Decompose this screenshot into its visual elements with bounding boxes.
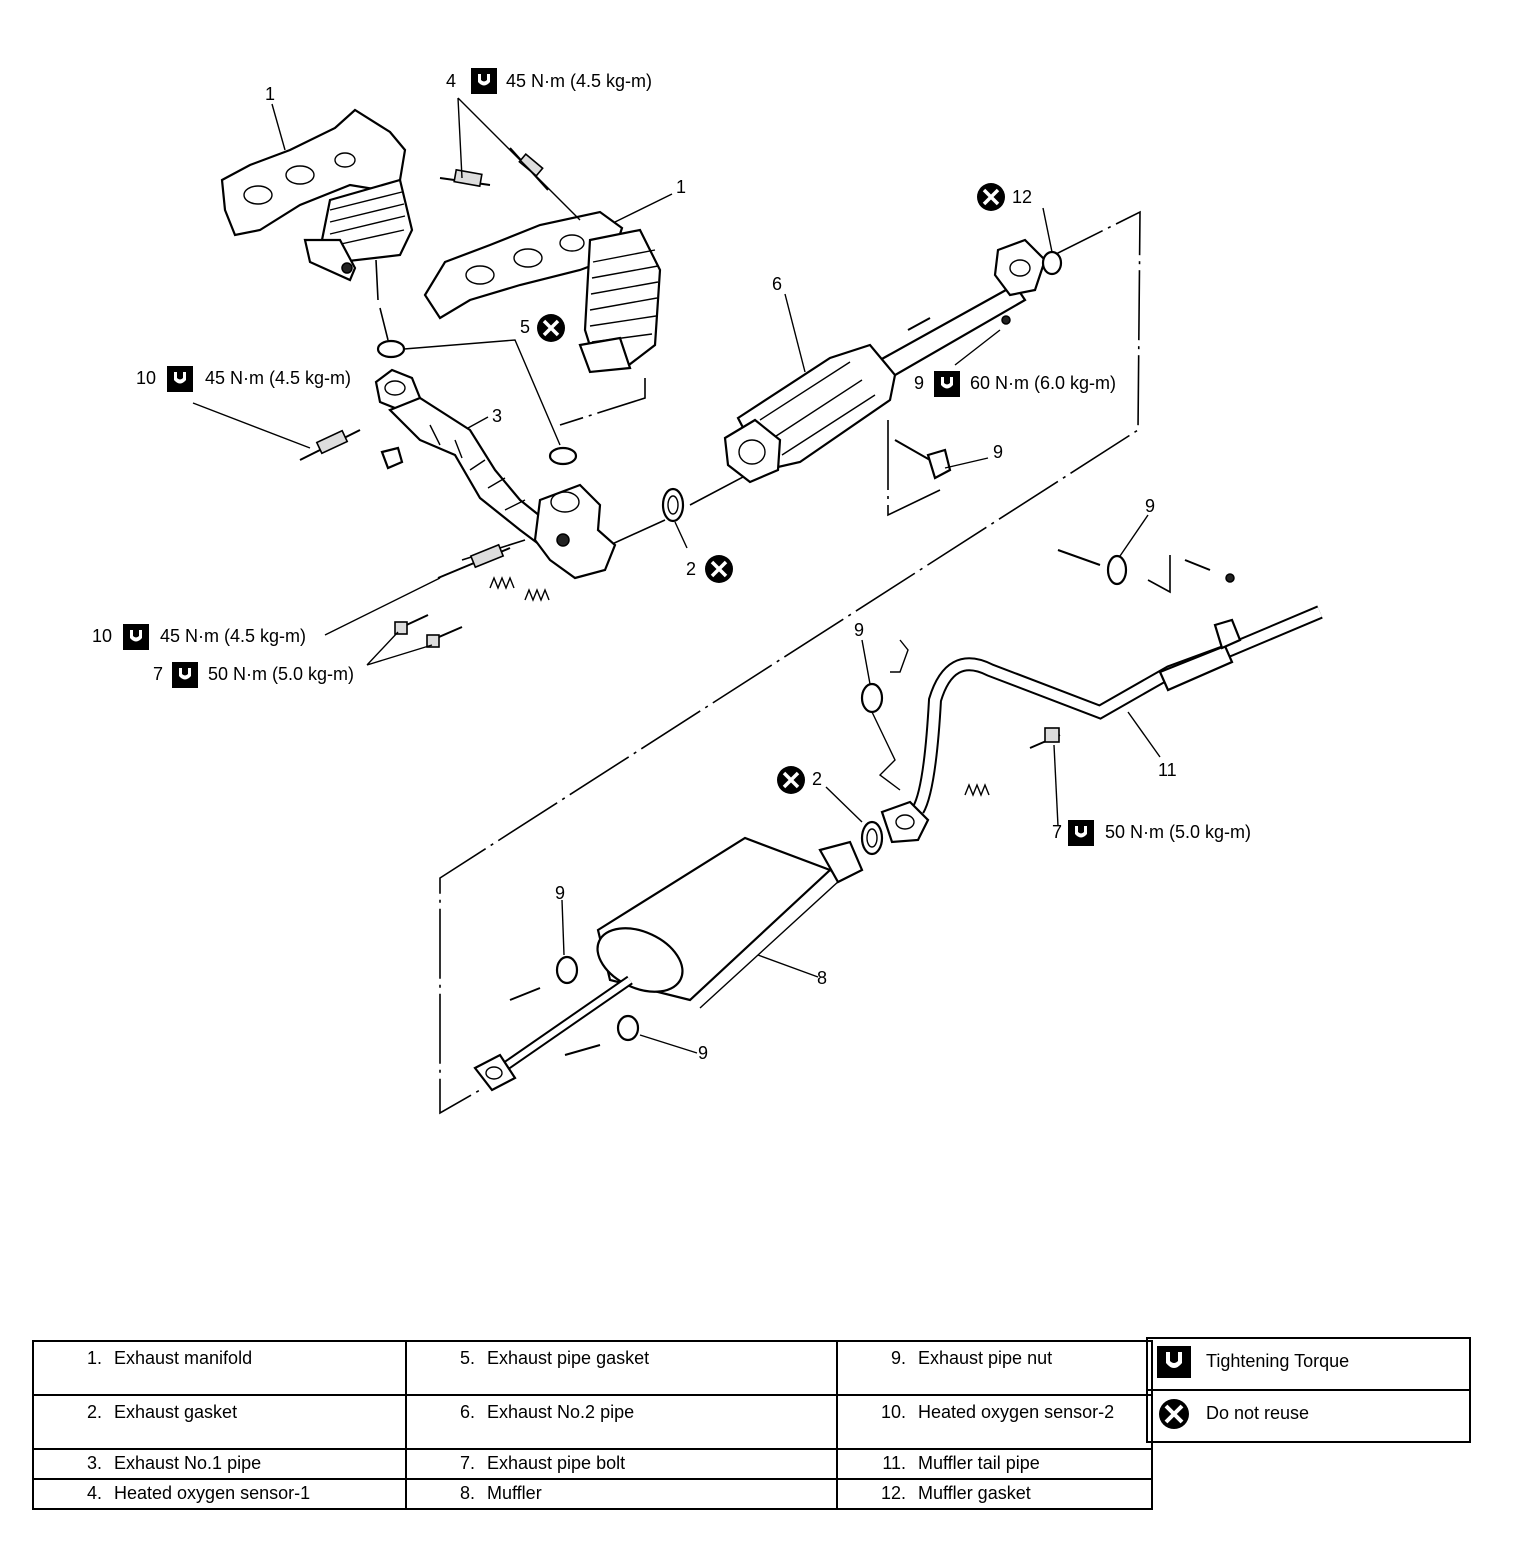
legend-text: Exhaust gasket	[114, 1402, 238, 1422]
legend-text: Heated oxygen sensor-2	[918, 1402, 1115, 1422]
legend-row: 2.Exhaust gasket 6.Exhaust No.2 pipe 10.…	[32, 1394, 1153, 1450]
legend-cell: 2.Exhaust gasket	[32, 1394, 407, 1450]
symbol-row-torque: Tightening Torque	[1146, 1337, 1471, 1391]
symbol-legend-table: Tightening Torque Do not reuse	[1146, 1337, 1471, 1443]
heated-oxygen-sensor-2-lower	[437, 543, 511, 579]
svg-text:45 N·m (4.5 kg-m): 45 N·m (4.5 kg-m)	[160, 626, 306, 646]
do-not-reuse-icon	[1159, 1399, 1189, 1429]
legend-text: Exhaust pipe gasket	[487, 1348, 650, 1368]
svg-text:2: 2	[812, 769, 822, 789]
exhaust-gasket-upper	[661, 487, 685, 523]
leader-lines	[192, 97, 1161, 1054]
muffler	[473, 836, 864, 1092]
callout-10-lower: 10 45 N·m (4.5 kg-m)	[92, 624, 306, 650]
legend-cell: 5.Exhaust pipe gasket	[405, 1340, 838, 1396]
legend-text: Exhaust manifold	[114, 1348, 253, 1368]
legend-row: 4.Heated oxygen sensor-1 8.Muffler 12.Mu…	[32, 1478, 1153, 1510]
legend-text: Muffler	[487, 1483, 542, 1503]
svg-text:6: 6	[772, 274, 782, 294]
legend-row: 1.Exhaust manifold 5.Exhaust pipe gasket…	[32, 1340, 1153, 1396]
callout-7-right: 7 50 N·m (5.0 kg-m)	[1052, 820, 1251, 846]
legend-row: 3.Exhaust No.1 pipe 7.Exhaust pipe bolt …	[32, 1448, 1153, 1480]
svg-text:5: 5	[520, 317, 530, 337]
legend-cell: 6.Exhaust No.2 pipe	[405, 1394, 838, 1450]
svg-text:1: 1	[265, 84, 275, 104]
legend-cell: 9.Exhaust pipe nut	[836, 1340, 1153, 1396]
legend-text: Muffler tail pipe	[918, 1453, 1040, 1473]
exhaust-manifold-right	[423, 210, 662, 374]
svg-text:50 N·m (5.0 kg-m): 50 N·m (5.0 kg-m)	[208, 664, 354, 684]
svg-text:3: 3	[492, 406, 502, 426]
exhaust-system-diagram: 4 45 N·m (4.5 kg-m) 10 45 N·m (4.5 kg-m)…	[92, 68, 1323, 1115]
svg-text:7: 7	[153, 664, 163, 684]
symbol-cell: Tightening Torque	[1146, 1337, 1471, 1391]
svg-text:45 N·m (4.5 kg-m): 45 N·m (4.5 kg-m)	[205, 368, 351, 388]
callout-10-upper: 10 45 N·m (4.5 kg-m)	[136, 366, 351, 392]
alignment-lines	[375, 210, 1171, 1115]
exhaust-gasket-lower	[860, 820, 884, 856]
legend-cell: 1.Exhaust manifold	[32, 1340, 407, 1396]
callout-4: 4 45 N·m (4.5 kg-m)	[446, 68, 652, 94]
exhaust-no2-pipe	[723, 238, 1047, 484]
legend-text: Exhaust pipe nut	[918, 1348, 1053, 1368]
legend-cell: 4.Heated oxygen sensor-1	[32, 1478, 407, 1510]
exhaust-no1-pipe	[374, 368, 617, 580]
svg-text:10: 10	[92, 626, 112, 646]
muffler-gasket	[1041, 250, 1063, 276]
callout-7-lower-left: 7 50 N·m (5.0 kg-m)	[153, 662, 354, 688]
legend-text: Muffler gasket	[918, 1483, 1031, 1503]
svg-text:9: 9	[555, 883, 565, 903]
svg-text:50 N·m (5.0 kg-m): 50 N·m (5.0 kg-m)	[1105, 822, 1251, 842]
legend-text: Exhaust No.1 pipe	[114, 1453, 262, 1473]
muffler-tail-pipe	[880, 605, 1323, 844]
svg-text:8: 8	[817, 968, 827, 988]
svg-text:10: 10	[136, 368, 156, 388]
svg-text:12: 12	[1012, 187, 1032, 207]
svg-text:9: 9	[993, 442, 1003, 462]
svg-text:7: 7	[1052, 822, 1062, 842]
legend-cell: 11.Muffler tail pipe	[836, 1448, 1153, 1480]
svg-text:9: 9	[914, 373, 924, 393]
heated-oxygen-sensor-1	[439, 147, 549, 191]
legend-cell: 8.Muffler	[405, 1478, 838, 1510]
symbol-row-noreuse: Do not reuse	[1146, 1389, 1471, 1443]
svg-text:60 N·m (6.0 kg-m): 60 N·m (6.0 kg-m)	[970, 373, 1116, 393]
svg-text:4: 4	[446, 71, 456, 91]
symbol-cell: Do not reuse	[1146, 1389, 1471, 1443]
svg-text:11: 11	[1158, 760, 1177, 780]
torque-wrench-icon	[1157, 1346, 1191, 1378]
legend-cell: 10.Heated oxygen sensor-2	[836, 1394, 1153, 1450]
svg-text:9: 9	[854, 620, 864, 640]
plain-callouts: 1 1 3 5 6 12 9 2 9 9 2 11 9 8 9	[265, 84, 1177, 1063]
do-not-reuse-label: Do not reuse	[1206, 1402, 1310, 1423]
exhaust-manifold-left	[220, 108, 414, 282]
legend-text: Exhaust No.2 pipe	[487, 1402, 635, 1422]
svg-text:9: 9	[698, 1043, 708, 1063]
svg-text:2: 2	[686, 559, 696, 579]
legend-text: Exhaust pipe bolt	[487, 1453, 626, 1473]
exhaust-pipe-gaskets	[376, 339, 578, 466]
legend-cell: 7.Exhaust pipe bolt	[405, 1448, 838, 1480]
legend-text: Heated oxygen sensor-1	[114, 1483, 311, 1503]
legend-cell: 12.Muffler gasket	[836, 1478, 1153, 1510]
svg-text:1: 1	[676, 177, 686, 197]
callout-9-torque: 9 60 N·m (6.0 kg-m)	[914, 371, 1116, 397]
heated-oxygen-sensor-2-upper	[299, 429, 361, 461]
svg-text:45 N·m (4.5 kg-m): 45 N·m (4.5 kg-m)	[506, 71, 652, 91]
legend-cell: 3.Exhaust No.1 pipe	[32, 1448, 407, 1480]
tightening-torque-label: Tightening Torque	[1206, 1350, 1350, 1371]
svg-text:9: 9	[1145, 496, 1155, 516]
exhaust-pipe-nuts	[509, 315, 1235, 1056]
parts-legend-table: 1.Exhaust manifold 5.Exhaust pipe gasket…	[32, 1340, 1153, 1510]
exhaust-pipe-bolts	[394, 576, 1061, 797]
